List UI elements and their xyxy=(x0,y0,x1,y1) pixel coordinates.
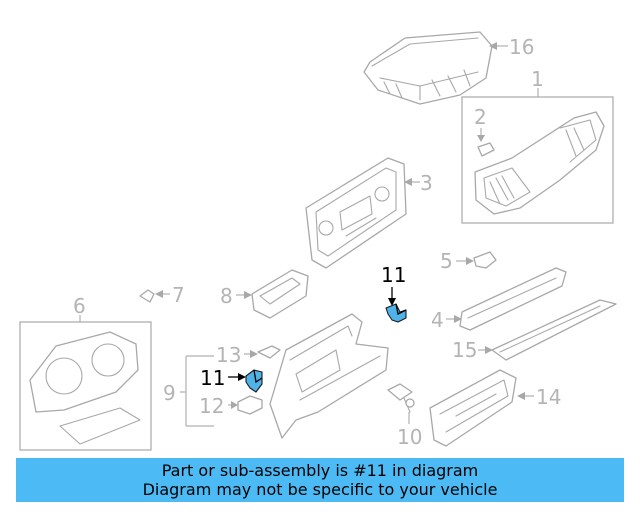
callout-15: 15 xyxy=(452,338,477,362)
part-11-bracket-right xyxy=(385,303,407,323)
arrow-11-right xyxy=(388,298,396,306)
arrow-14 xyxy=(517,392,525,400)
part-8-switch-bracket xyxy=(251,269,309,319)
arrow-4 xyxy=(454,315,462,323)
part-6-instrument-cluster xyxy=(29,331,141,445)
callout-12: 12 xyxy=(199,394,224,418)
part-16-cover xyxy=(363,31,493,105)
callout-4: 4 xyxy=(431,308,444,332)
arrow-11-left xyxy=(238,373,246,381)
part-5-clip xyxy=(473,251,497,269)
bracket-9 xyxy=(180,355,214,427)
arrow-2 xyxy=(477,135,485,142)
banner-line-1: Part or sub-assembly is #11 in diagram xyxy=(161,461,479,480)
callout-2: 2 xyxy=(474,105,487,129)
callout-11-right: 11 xyxy=(381,263,406,287)
arrow-3 xyxy=(404,178,412,186)
arrow-7 xyxy=(155,290,163,298)
part-10-screw xyxy=(387,383,415,413)
part-12-block xyxy=(237,395,263,415)
callout-7: 7 xyxy=(172,283,185,307)
callout-3: 3 xyxy=(420,171,433,195)
part-1-vent-bezel xyxy=(474,111,605,215)
callout-9: 9 xyxy=(163,381,176,405)
part-11-bracket-left xyxy=(245,369,263,393)
part-14-glove-box xyxy=(429,369,517,447)
part-7-clip xyxy=(139,289,155,303)
arrow-8 xyxy=(244,291,252,299)
info-banner: Part or sub-assembly is #11 in diagram D… xyxy=(16,458,624,502)
arrow-15 xyxy=(485,346,493,354)
callout-11-left: 11 xyxy=(200,366,225,390)
part-3-control-panel xyxy=(305,157,407,269)
callout-13: 13 xyxy=(216,343,241,367)
callout-6: 6 xyxy=(73,294,86,318)
callout-5: 5 xyxy=(440,249,453,273)
part-2-clip xyxy=(477,142,495,157)
arrow-16 xyxy=(489,42,497,50)
part-13-clip xyxy=(257,345,281,359)
arrow-13 xyxy=(250,350,258,358)
callout-14: 14 xyxy=(536,385,561,409)
banner-line-2: Diagram may not be specific to your vehi… xyxy=(142,480,498,499)
part-15-panel xyxy=(491,299,617,361)
callout-16: 16 xyxy=(509,35,534,59)
part-4-trim-strip xyxy=(459,267,567,331)
arrow-12 xyxy=(231,401,238,409)
callout-10: 10 xyxy=(397,425,422,449)
callout-8: 8 xyxy=(220,284,233,308)
arrow-5 xyxy=(466,257,474,265)
callout-1: 1 xyxy=(531,67,544,91)
part-6-box xyxy=(19,321,152,451)
part-dash-panel xyxy=(269,313,389,439)
